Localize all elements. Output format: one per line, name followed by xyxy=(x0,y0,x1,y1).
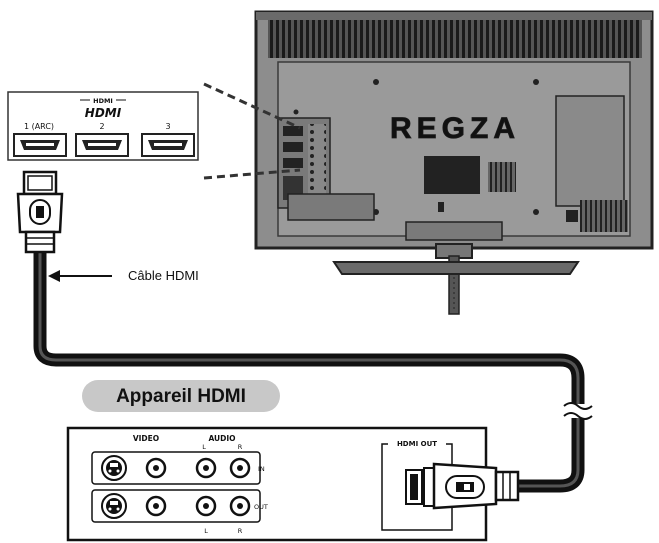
device-title: Appareil HDMI xyxy=(116,386,246,407)
hdmi-port-3-label: 3 xyxy=(165,122,170,131)
tv-back: REGZA xyxy=(254,10,654,250)
audio-r-label: R xyxy=(238,443,243,451)
hdmi-input-panel: HDMI HDMI 1 (ARC) 2 3 xyxy=(7,91,199,161)
audio-l-out-jack[interactable] xyxy=(195,495,217,517)
tv-stand xyxy=(332,243,580,315)
callout-lines xyxy=(203,82,301,180)
tv-connector-block xyxy=(277,117,331,209)
hdmi-plug-device-side xyxy=(423,462,520,510)
hdmi-port-2[interactable] xyxy=(75,133,129,157)
device-title-badge: Appareil HDMI xyxy=(82,380,280,412)
s-video-in-jack[interactable] xyxy=(101,455,127,481)
hdmi-out-label: HDMI OUT xyxy=(397,440,437,448)
in-label: IN xyxy=(258,465,265,473)
cable-label: Câble HDMI xyxy=(128,268,199,283)
hdmi-device-panel: VIDEO AUDIO L R IN xyxy=(66,426,488,542)
tv-brand-logo: REGZA xyxy=(390,112,520,145)
audio-l-in-jack[interactable] xyxy=(195,457,217,479)
s-video-out-jack[interactable] xyxy=(101,493,127,519)
audio-r-out-jack[interactable] xyxy=(229,495,251,517)
cable-break-icon xyxy=(563,402,593,420)
tv-center-module xyxy=(424,156,480,194)
hdmi-cable xyxy=(33,250,593,493)
screw-icon xyxy=(373,79,379,85)
bottom-l-label: L xyxy=(204,527,208,535)
hdmi-port-1-label: 1 (ARC) xyxy=(24,122,54,131)
hdmi-out-port[interactable] xyxy=(405,469,423,505)
audio-label: AUDIO xyxy=(208,434,235,443)
hdmi-logo: HDMI xyxy=(85,106,122,120)
hdmi-port-1[interactable] xyxy=(13,133,67,157)
audio-l-label: L xyxy=(202,443,206,451)
hdmi-plug-tv-side xyxy=(16,170,64,254)
output-row: OUT xyxy=(91,489,268,523)
out-label: OUT xyxy=(254,503,268,511)
hdmi-port-2-label: 2 xyxy=(99,122,104,131)
arrow-left-icon xyxy=(48,270,60,282)
video-in-jack[interactable] xyxy=(145,457,167,479)
hdmi-port-3[interactable] xyxy=(141,133,195,157)
screw-icon xyxy=(533,209,539,215)
tv-top-vents xyxy=(268,18,642,58)
screw-icon xyxy=(533,79,539,85)
bottom-r-label: R xyxy=(238,527,243,535)
video-label: VIDEO xyxy=(133,434,159,443)
input-row: IN xyxy=(91,451,265,485)
hdmi-logo-small: HDMI xyxy=(93,97,113,105)
cable-label-group: Câble HDMI xyxy=(48,268,199,283)
audio-r-in-jack[interactable] xyxy=(229,457,251,479)
video-out-jack[interactable] xyxy=(145,495,167,517)
